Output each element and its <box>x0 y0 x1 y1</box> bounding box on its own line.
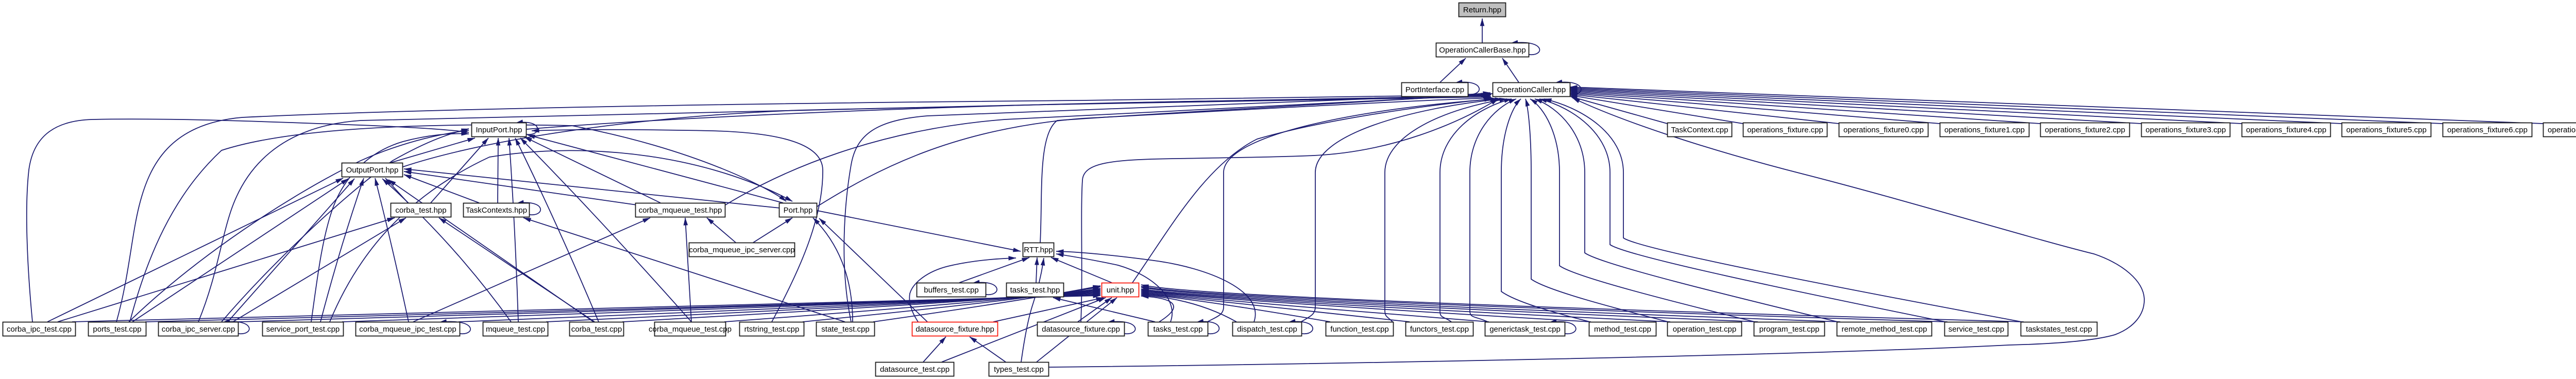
svg-text:generictask_test.cpp: generictask_test.cpp <box>1489 325 1561 334</box>
svg-text:corba_mqueue_ipc_server.cpp: corba_mqueue_ipc_server.cpp <box>689 246 794 254</box>
svg-text:InputPort.hpp: InputPort.hpp <box>476 126 522 134</box>
svg-text:Port.hpp: Port.hpp <box>784 206 813 215</box>
svg-text:corba_test.hpp: corba_test.hpp <box>395 206 446 215</box>
svg-text:corba_mqueue_test.hpp: corba_mqueue_test.hpp <box>639 206 722 215</box>
svg-text:function_test.cpp: function_test.cpp <box>1330 325 1388 334</box>
svg-text:dispatch_test.cpp: dispatch_test.cpp <box>1237 325 1297 334</box>
svg-text:operation_test.cpp: operation_test.cpp <box>1673 325 1736 334</box>
svg-text:RTT.hpp: RTT.hpp <box>1024 246 1053 254</box>
svg-text:remote_method_test.cpp: remote_method_test.cpp <box>1842 325 1927 334</box>
svg-text:operations_fixture.cpp: operations_fixture.cpp <box>1747 126 1823 134</box>
svg-text:taskstates_test.cpp: taskstates_test.cpp <box>2026 325 2092 334</box>
svg-text:TaskContext.cpp: TaskContext.cpp <box>1671 126 1728 134</box>
svg-text:datasource_fixture.cpp: datasource_fixture.cpp <box>1042 325 1120 334</box>
svg-text:method_test.cpp: method_test.cpp <box>1594 325 1651 334</box>
svg-text:operations_fixture7.cpp: operations_fixture7.cpp <box>2548 126 2576 134</box>
svg-text:service_port_test.cpp: service_port_test.cpp <box>266 325 340 334</box>
svg-text:unit.hpp: unit.hpp <box>1107 286 1134 295</box>
svg-text:service_test.cpp: service_test.cpp <box>1948 325 2004 334</box>
svg-text:corba_mqueue_test.cpp: corba_mqueue_test.cpp <box>649 325 732 334</box>
svg-text:types_test.cpp: types_test.cpp <box>994 365 1044 374</box>
svg-text:datasource_fixture.hpp: datasource_fixture.hpp <box>916 325 994 334</box>
svg-text:tasks_test.cpp: tasks_test.cpp <box>1154 325 1203 334</box>
svg-text:program_test.cpp: program_test.cpp <box>1759 325 1820 334</box>
svg-text:PortInterface.cpp: PortInterface.cpp <box>1405 85 1464 94</box>
svg-text:operations_fixture2.cpp: operations_fixture2.cpp <box>2045 126 2125 134</box>
svg-text:TaskContexts.hpp: TaskContexts.hpp <box>466 206 527 215</box>
svg-text:functors_test.cpp: functors_test.cpp <box>1410 325 1469 334</box>
svg-text:corba_test.cpp: corba_test.cpp <box>571 325 622 334</box>
svg-text:operations_fixture3.cpp: operations_fixture3.cpp <box>2146 126 2226 134</box>
svg-text:operations_fixture1.cpp: operations_fixture1.cpp <box>1944 126 2025 134</box>
svg-text:state_test.cpp: state_test.cpp <box>821 325 869 334</box>
svg-text:tasks_test.hpp: tasks_test.hpp <box>1010 286 1060 295</box>
svg-text:operations_fixture4.cpp: operations_fixture4.cpp <box>2246 126 2327 134</box>
svg-text:OutputPort.hpp: OutputPort.hpp <box>346 166 399 175</box>
svg-text:ports_test.cpp: ports_test.cpp <box>93 325 141 334</box>
svg-text:mqueue_test.cpp: mqueue_test.cpp <box>486 325 545 334</box>
svg-text:OperationCallerBase.hpp: OperationCallerBase.hpp <box>1439 46 1526 55</box>
svg-text:OperationCaller.hpp: OperationCaller.hpp <box>1497 85 1566 94</box>
svg-text:operations_fixture0.cpp: operations_fixture0.cpp <box>1843 126 1924 134</box>
svg-text:corba_ipc_server.cpp: corba_ipc_server.cpp <box>162 325 235 334</box>
svg-text:Return.hpp: Return.hpp <box>1463 6 1501 14</box>
svg-text:corba_ipc_test.cpp: corba_ipc_test.cpp <box>7 325 72 334</box>
svg-text:datasource_test.cpp: datasource_test.cpp <box>880 365 950 374</box>
svg-text:rtstring_test.cpp: rtstring_test.cpp <box>744 325 800 334</box>
svg-text:operations_fixture6.cpp: operations_fixture6.cpp <box>2447 126 2528 134</box>
svg-text:operations_fixture5.cpp: operations_fixture5.cpp <box>2346 126 2427 134</box>
svg-text:corba_mqueue_ipc_test.cpp: corba_mqueue_ipc_test.cpp <box>359 325 456 334</box>
svg-text:buffers_test.cpp: buffers_test.cpp <box>924 286 978 295</box>
